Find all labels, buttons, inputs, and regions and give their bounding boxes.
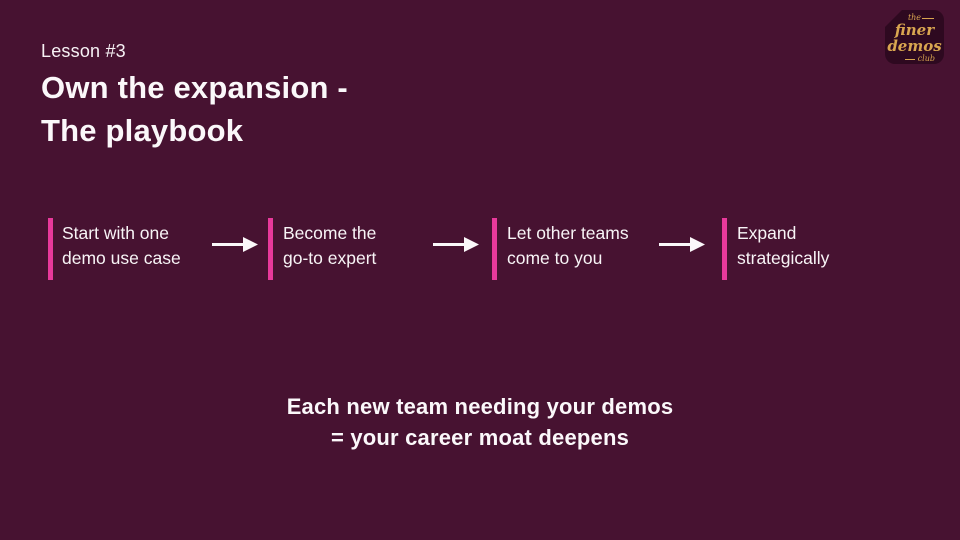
flow-step-3-line-2: come to you [507,248,603,268]
tagline-line-2: = your career moat deepens [330,425,630,450]
slide-title-line-1: Own the expansion - [41,70,348,105]
flow-step-accent-bar [48,218,53,280]
flow-step-1: Start with one demo use case [62,221,181,271]
flow-step-1-line-2: demo use case [62,248,181,268]
flow-step-2-line-2: go-to expert [283,248,377,268]
flow-step-2: Become the go-to expert [283,221,376,271]
flow-step-4-line-2: strategically [737,248,830,268]
right-arrow-icon [659,237,705,252]
finer-demos-club-logo: the finer demos club [885,10,944,64]
slide-title-line-2: The playbook [41,113,244,148]
logo-word-demos: demos [887,36,942,55]
flow-step-1-line-1: Start with one [62,223,169,243]
logo-word-the: the [907,12,935,22]
logo-word-finer: finer [894,20,935,39]
flow-step-2-line-1: Become the [283,223,377,243]
tagline-line-1: Each new team needing your demos [286,394,674,419]
right-arrow-icon [212,237,258,252]
flow-step-accent-bar [268,218,273,280]
flow-step-4: Expand strategically [737,221,829,271]
flow-step-4-line-1: Expand [737,223,797,243]
tagline: Each new team needing your demos = your … [0,391,960,453]
flow-step-3: Let other teams come to you [507,221,629,271]
logo-word-club: club [904,53,935,63]
lesson-eyebrow: Lesson #3 [41,41,126,61]
slide-title: Own the expansion - The playbook [41,66,348,152]
flow-step-accent-bar [722,218,727,280]
flow-step-3-line-1: Let other teams [507,223,629,243]
flow-step-accent-bar [492,218,497,280]
right-arrow-icon [433,237,479,252]
